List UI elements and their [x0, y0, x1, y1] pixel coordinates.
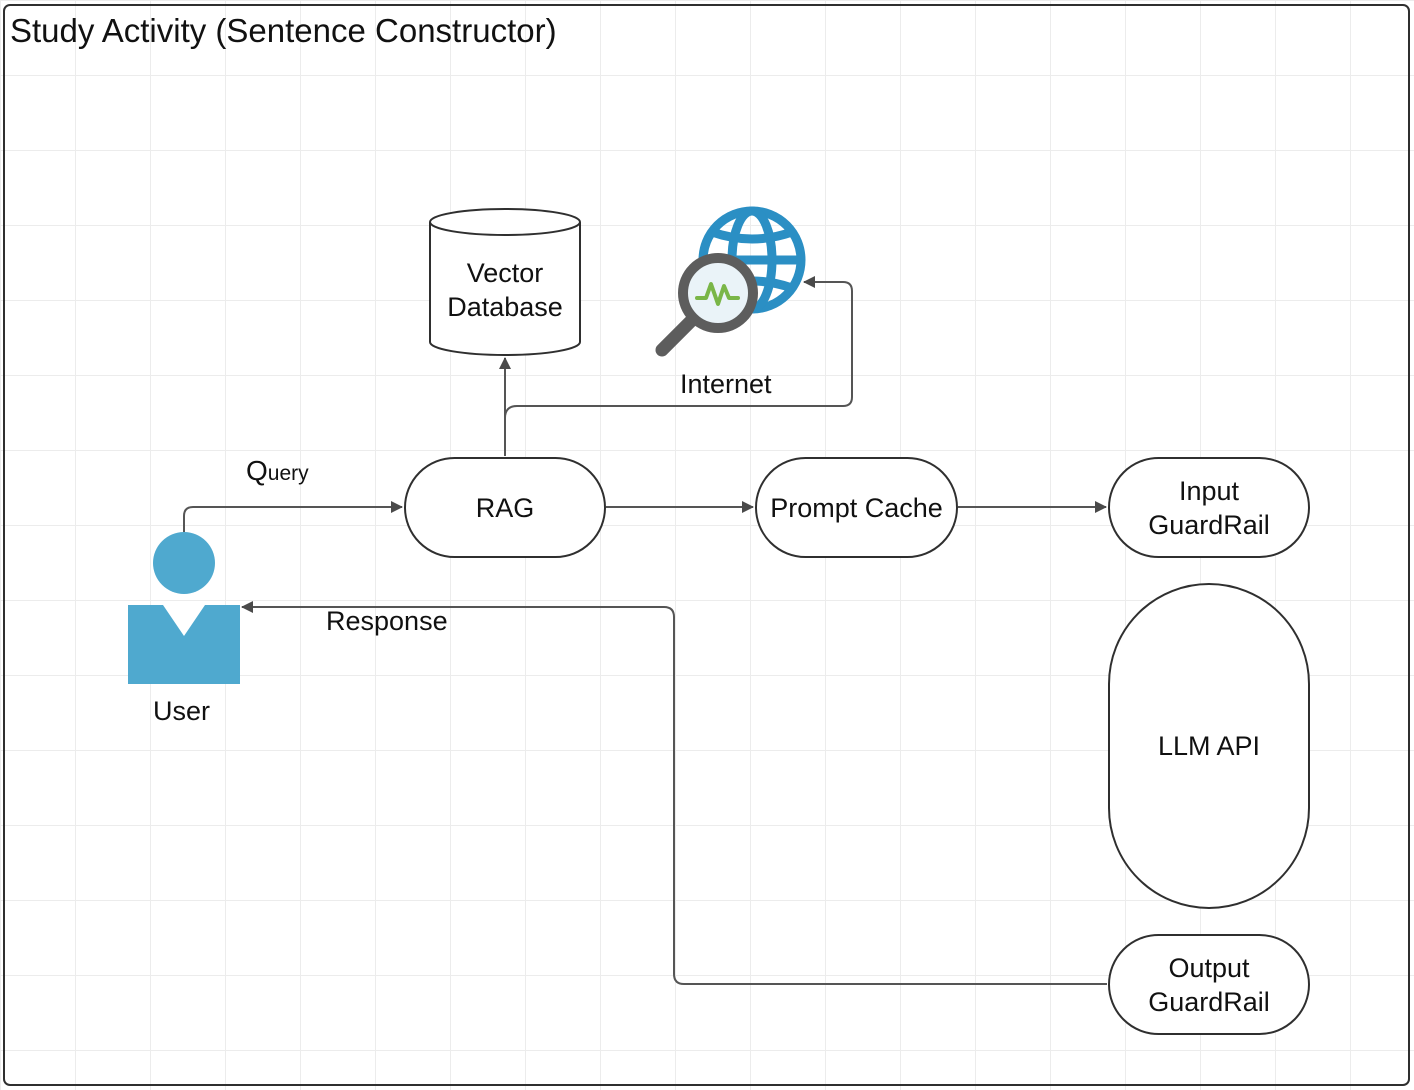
user-label: User: [153, 696, 211, 726]
output-guardrail-node[interactable]: Output GuardRail: [1108, 934, 1310, 1035]
input-guardrail-node[interactable]: Input GuardRail: [1108, 457, 1310, 558]
user-icon: [128, 532, 240, 684]
prompt-cache-node[interactable]: Prompt Cache: [755, 457, 958, 558]
globe-search-icon: [655, 206, 806, 357]
query-label: Query: [246, 455, 309, 487]
query-edge: [183, 501, 403, 532]
frame-border: [3, 4, 1410, 1086]
rag-node[interactable]: RAG: [404, 457, 606, 558]
query-label-initial: Q: [246, 455, 268, 486]
query-label-rest: uery: [267, 462, 309, 485]
llm-api-node[interactable]: LLM API: [1108, 583, 1310, 909]
database-cylinder-icon: [429, 208, 581, 356]
vector-database-node[interactable]: Vector Database: [447, 258, 563, 322]
response-label: Response: [326, 606, 448, 636]
response-edge: [241, 601, 1107, 985]
frame-title: Study Activity (Sentence Constructor): [10, 12, 557, 49]
rag-to-internet-edge: [504, 276, 853, 419]
internet-label: Internet: [680, 369, 772, 399]
